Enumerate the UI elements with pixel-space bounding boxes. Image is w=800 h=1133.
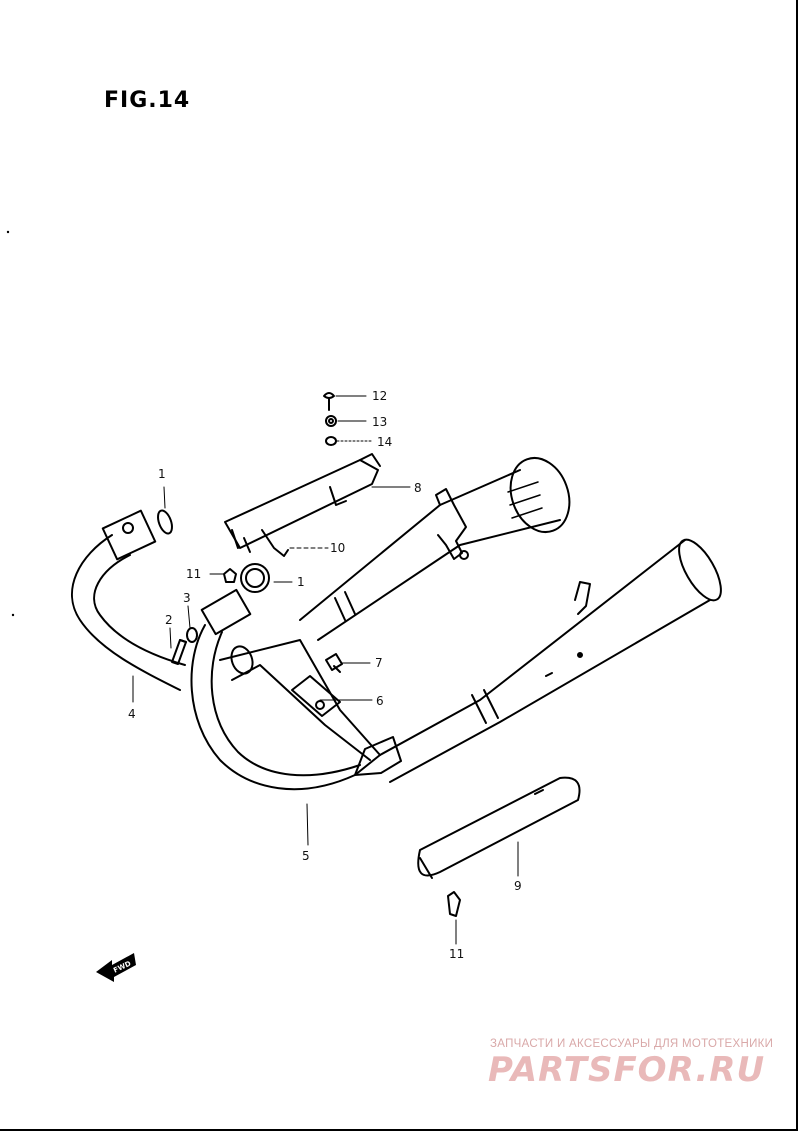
callout-1: 1 — [297, 575, 305, 589]
figure-title: FIG.14 — [104, 88, 191, 113]
connector-pipe — [219, 639, 381, 761]
callout-2: 2 — [165, 613, 173, 627]
bolt-7 — [325, 653, 343, 673]
callout-6: 6 — [376, 694, 384, 708]
callout-11: 11 — [449, 947, 464, 961]
exhaust-pipe-4 — [70, 509, 186, 691]
speck — [11, 613, 15, 617]
callout-4: 4 — [128, 707, 136, 721]
heat-shield — [224, 453, 381, 557]
callout-13: 13 — [372, 415, 387, 429]
washer-3 — [186, 627, 198, 643]
callout-7: 7 — [375, 656, 383, 670]
watermark-logo: PARTSFOR.RU — [488, 1050, 766, 1090]
callout-11: 11 — [186, 567, 201, 581]
bolt-11b — [447, 891, 461, 917]
muffler-upper — [299, 457, 571, 641]
callout-1: 1 — [158, 467, 166, 481]
callout-12: 12 — [372, 389, 387, 403]
callout-5: 5 — [302, 849, 310, 863]
nut-11a — [223, 568, 237, 583]
protector-9 — [417, 776, 581, 879]
fwd-arrow-icon: FWD — [96, 953, 136, 982]
washer-14 — [325, 436, 337, 446]
bolt-2 — [171, 639, 187, 665]
callout-8: 8 — [414, 481, 422, 495]
callout-10: 10 — [330, 541, 345, 555]
callout-3: 3 — [183, 591, 191, 605]
muffler-lower — [379, 538, 722, 783]
callout-9: 9 — [514, 879, 522, 893]
callout-14: 14 — [377, 435, 392, 449]
exhaust-pipe-5 — [190, 563, 402, 791]
speck — [6, 230, 10, 234]
watermark-tagline: ЗАПЧАСТИ И АКСЕССУАРЫ ДЛЯ МОТОТЕХНИКИ — [490, 1038, 774, 1050]
bolt-12 — [323, 392, 335, 411]
leader-lines — [132, 395, 519, 945]
nut-13 — [325, 415, 337, 427]
